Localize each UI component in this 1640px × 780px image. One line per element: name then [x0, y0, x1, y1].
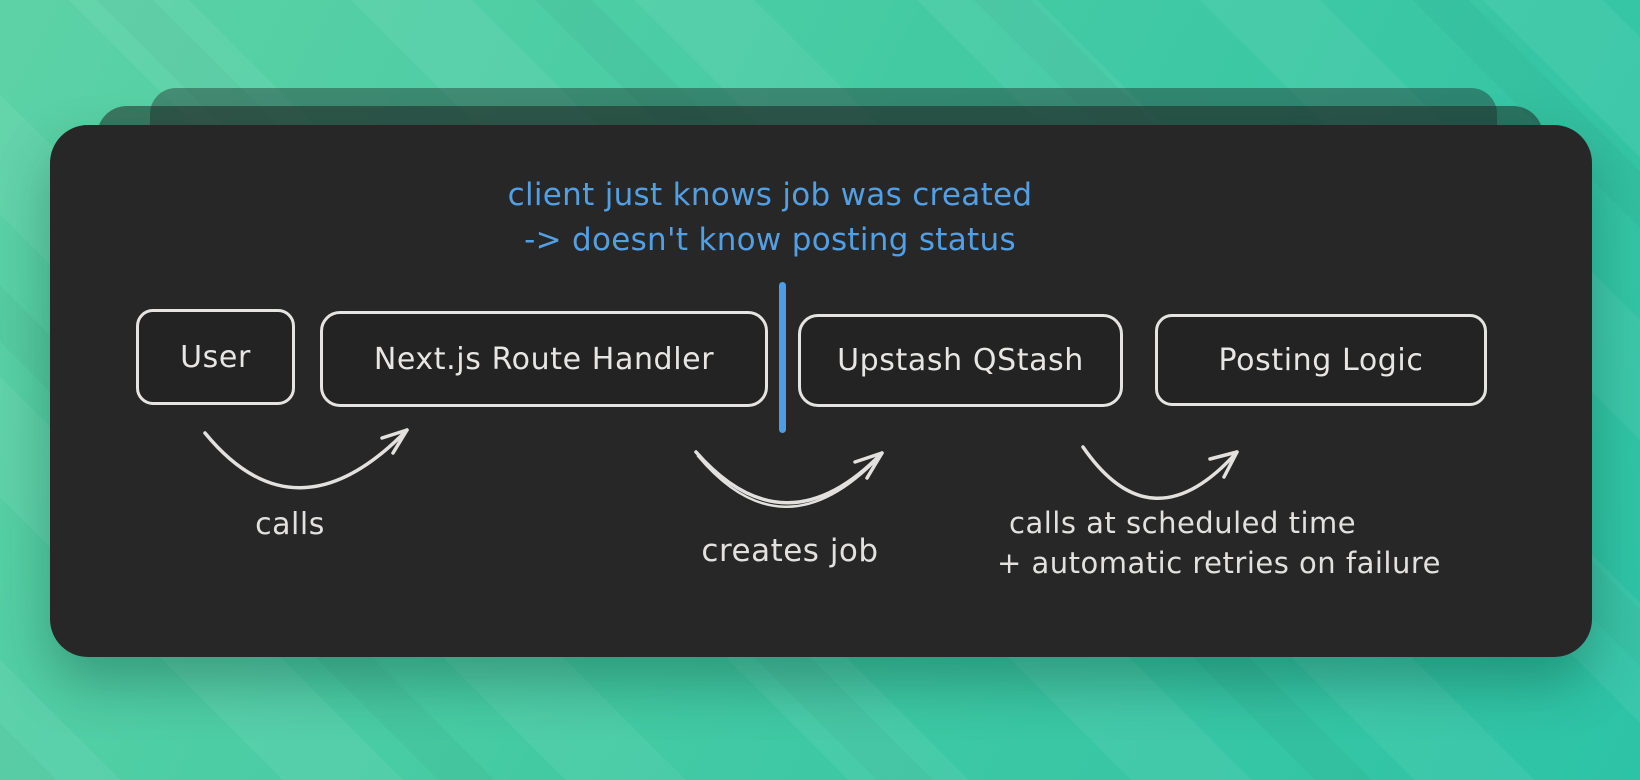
arrow-calls-icon [203, 428, 409, 490]
node-route-handler-label: Next.js Route Handler [373, 341, 715, 377]
edge-label-scheduled-call: calls at scheduled time + automatic retr… [997, 503, 1441, 583]
edge-label-scheduled-line-2: + automatic retries on failure [997, 546, 1441, 580]
annotation-note: client just knows job was created -> doe… [340, 173, 1200, 263]
edge-label-creates-job: creates job [701, 533, 879, 569]
diagram-card: client just knows job was created -> doe… [50, 125, 1592, 657]
edge-label-scheduled-line-1: calls at scheduled time [1009, 506, 1357, 540]
node-posting-logic-label: Posting Logic [1218, 342, 1424, 378]
edge-label-calls: calls [255, 507, 325, 542]
node-user: User [136, 309, 295, 405]
annotation-line-1: client just knows job was created [507, 177, 1033, 213]
node-posting-logic: Posting Logic [1155, 314, 1487, 406]
node-user-label: User [180, 339, 251, 375]
arrow-scheduled-call-icon [1081, 445, 1239, 500]
node-upstash-qstash: Upstash QStash [798, 314, 1123, 407]
node-upstash-qstash-label: Upstash QStash [837, 343, 1084, 378]
arrow-creates-job-icon [694, 450, 884, 508]
annotation-line-2: -> doesn't know posting status [524, 222, 1016, 258]
blue-divider-line [779, 282, 786, 433]
node-route-handler: Next.js Route Handler [320, 311, 768, 407]
